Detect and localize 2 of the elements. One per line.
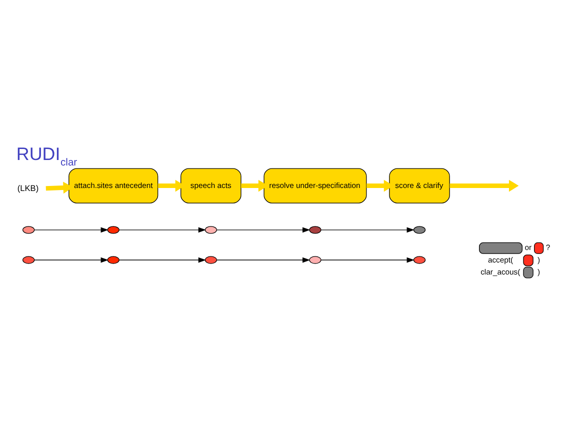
node-text: (LKB) [17, 182, 39, 193]
diagram-title: RUDI$_{clar}$ [16, 143, 78, 168]
